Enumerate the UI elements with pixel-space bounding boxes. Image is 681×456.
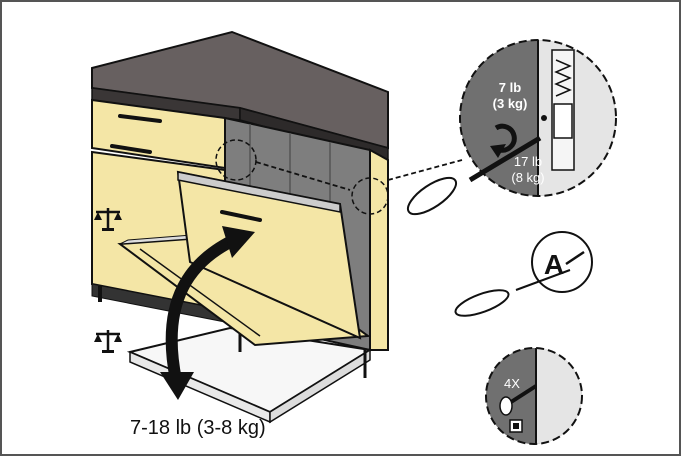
screwdriver-icon: A <box>454 231 593 317</box>
balance-scale-icon <box>94 330 122 353</box>
weight-max-line2: (8 kg) <box>511 170 544 185</box>
spring-adjust-detail: 7 lb (3 kg) 17 lb (8 kg) <box>406 39 617 216</box>
screw-count: 4X <box>504 376 520 391</box>
screw-detail: 4X <box>485 347 583 445</box>
door-raised <box>176 170 362 340</box>
right-cabinet-side <box>369 148 389 351</box>
weight-max-line1: 17 lb <box>514 154 542 169</box>
rotate-arrow-icon <box>160 226 255 400</box>
tool-letter: A <box>544 249 564 280</box>
callout-leader <box>215 139 463 215</box>
balance-scale-icon <box>94 208 122 231</box>
weight-min-line1: 7 lb <box>499 80 521 95</box>
appliance-base <box>126 320 373 424</box>
weight-range-label: 7-18 lb (3-8 kg) <box>130 417 266 439</box>
weight-min-line2: (3 kg) <box>493 96 528 111</box>
